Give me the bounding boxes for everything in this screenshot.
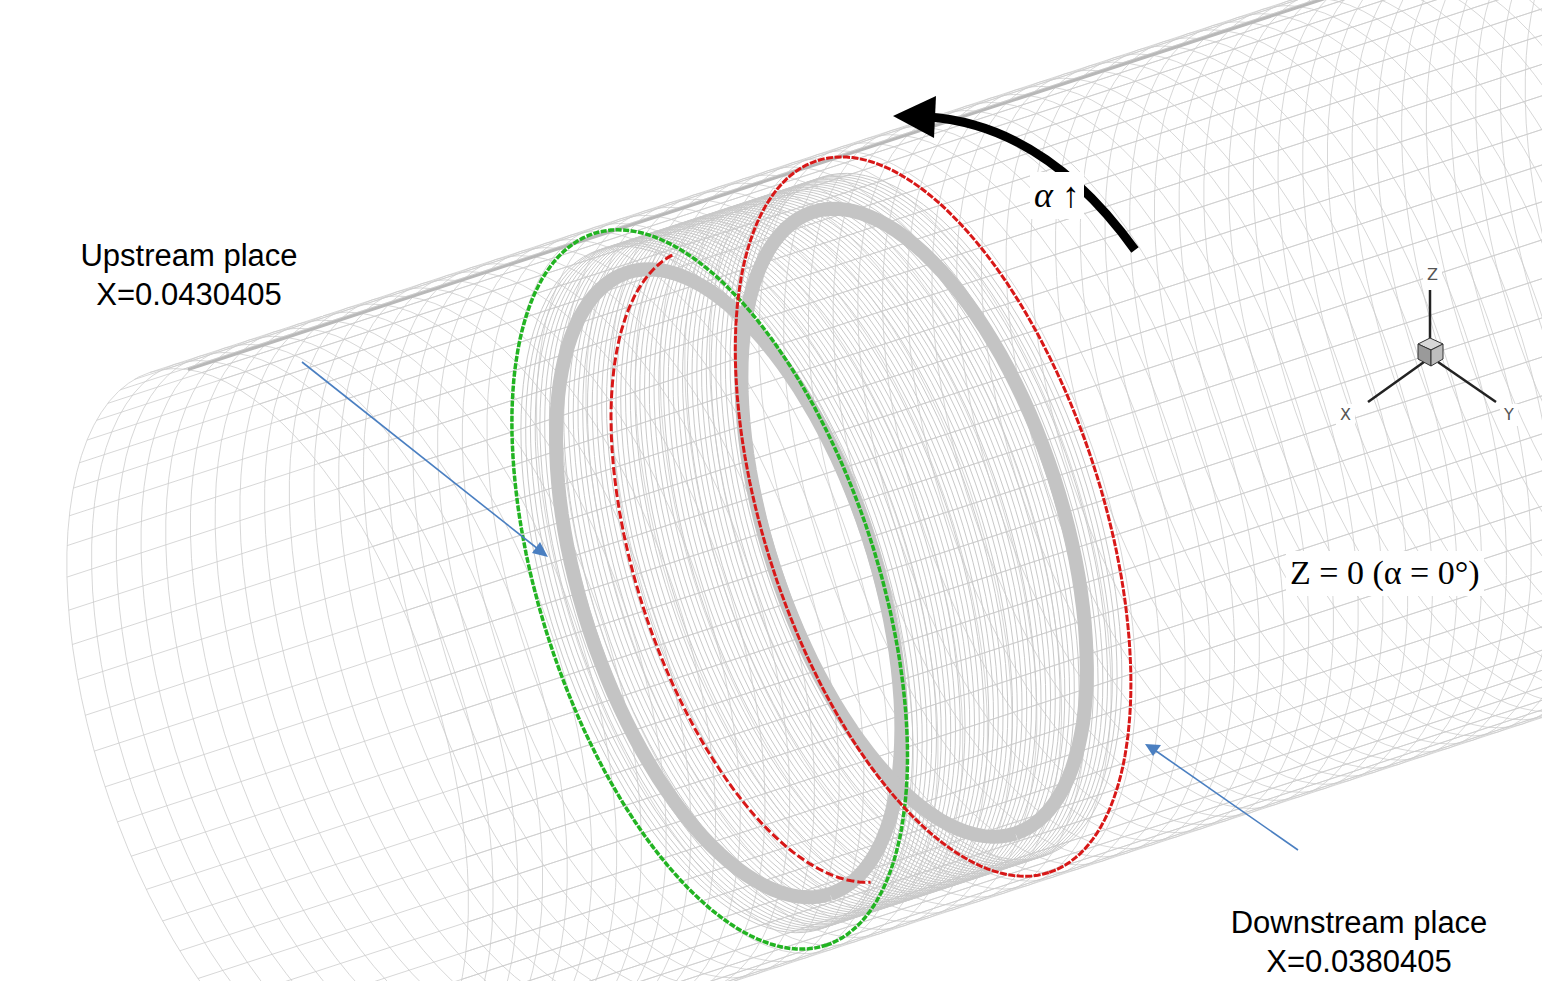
mesh-line (166, 336, 567, 981)
mesh-line (626, 212, 1004, 898)
mesh-line (607, 218, 985, 904)
mesh-line (141, 344, 542, 981)
arrow-head (893, 96, 936, 138)
mesh-line (1253, 0, 1542, 712)
mesh-line (1204, 0, 1542, 728)
mesh-line (556, 269, 901, 897)
mesh-line (535, 242, 913, 928)
mesh-line (1229, 0, 1542, 720)
mesh-line (1278, 0, 1542, 704)
mesh-line (401, 542, 1542, 981)
mesh-line (260, 0, 1542, 404)
angle-origin-label: Z = 0 (α = 0°) (1286, 551, 1484, 596)
mesh-line (87, 0, 1542, 440)
mesh-line (116, 353, 517, 981)
mesh-line (150, 0, 1542, 373)
mesh-line (512, 230, 908, 949)
rotation-arrow (928, 117, 1135, 250)
ring-band (521, 173, 1122, 932)
axis-triad (1368, 290, 1496, 402)
mesh-line (740, 175, 1118, 861)
place-label: Upstream place X=0.0430405 (55, 236, 323, 316)
mesh-line (221, 0, 1542, 380)
mesh-line (299, 0, 1542, 441)
mesh-line (1501, 0, 1542, 631)
mesh-lines (67, 0, 1542, 981)
axis-label: X (1336, 404, 1355, 426)
mesh-line (611, 255, 871, 882)
axis-label: Y (1500, 404, 1518, 426)
mesh-line (635, 209, 1013, 895)
mesh-line (721, 181, 1099, 867)
mesh-line (448, 481, 1542, 981)
mesh-line (725, 180, 1103, 866)
mesh-line (1525, 0, 1542, 623)
place-label: Downstream place X=0.0380405 (1205, 903, 1513, 981)
leader-line (1156, 751, 1298, 850)
mesh-line (352, 552, 1542, 981)
mesh-line (92, 361, 493, 981)
mesh-line (741, 209, 1086, 837)
mesh-line (735, 177, 1113, 863)
mesh-line (735, 157, 1131, 876)
mesh-line (72, 99, 1542, 645)
mesh-line (240, 0, 1542, 390)
mesh-line (202, 0, 1542, 373)
leader-line (302, 362, 538, 549)
mesh-line (1179, 6, 1542, 736)
mesh-line (339, 280, 740, 981)
mesh-line (79, 0, 1542, 463)
mesh-line (1155, 14, 1542, 744)
mesh-line (134, 0, 1542, 379)
mesh-line (530, 243, 908, 929)
probe-rings (512, 157, 1131, 949)
leader-head (1145, 744, 1161, 756)
mesh-line (1476, 0, 1542, 639)
mesh-line (240, 312, 641, 981)
angle-label: α ↑ (1030, 172, 1084, 219)
axis-label: Z (1423, 264, 1442, 286)
mesh-line (730, 178, 1108, 864)
mesh-line (540, 240, 918, 926)
mesh-line (545, 239, 923, 925)
leader-head (532, 542, 548, 557)
